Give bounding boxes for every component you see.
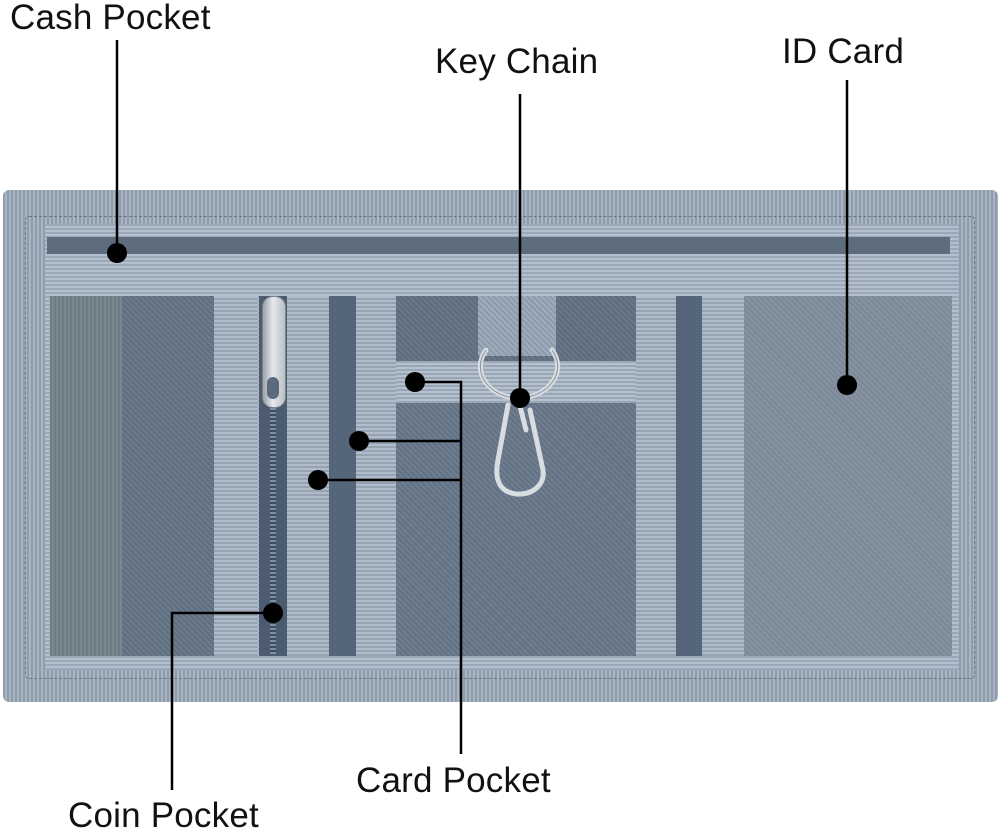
strip-5 (702, 296, 744, 656)
cash-pocket-slot (47, 237, 950, 254)
callout-dot-id-card (837, 375, 857, 395)
card-pocket-main (396, 403, 636, 656)
callout-dot-card-pocket-3 (308, 470, 328, 490)
outer-stitching (25, 216, 975, 679)
callout-dot-cash-pocket (107, 243, 127, 263)
zipper-pull-hole (267, 377, 279, 399)
velcro-strip (50, 296, 122, 656)
callout-dot-card-pocket-2 (349, 431, 369, 451)
label-card-pocket: Card Pocket (356, 761, 551, 800)
label-cash-pocket: Cash Pocket (10, 0, 211, 37)
left-panel (122, 296, 214, 656)
zipper-side-strip (214, 296, 258, 656)
label-id-card: ID Card (782, 32, 904, 71)
callout-dot-key-chain (510, 388, 530, 408)
label-key-chain: Key Chain (435, 42, 599, 81)
key-chain-strap (478, 296, 556, 356)
card-slot-2 (676, 296, 702, 656)
callout-dot-card-pocket-1 (405, 372, 425, 392)
zipper-teeth (270, 300, 276, 654)
strip-3 (356, 296, 396, 656)
callout-line-card-pocket (415, 380, 463, 754)
callout-dot-coin-pocket (263, 603, 283, 623)
strip-4 (636, 296, 676, 656)
card-slot-1 (329, 296, 356, 656)
label-coin-pocket: Coin Pocket (68, 796, 259, 835)
callout-line-coin-pocket (170, 611, 273, 790)
